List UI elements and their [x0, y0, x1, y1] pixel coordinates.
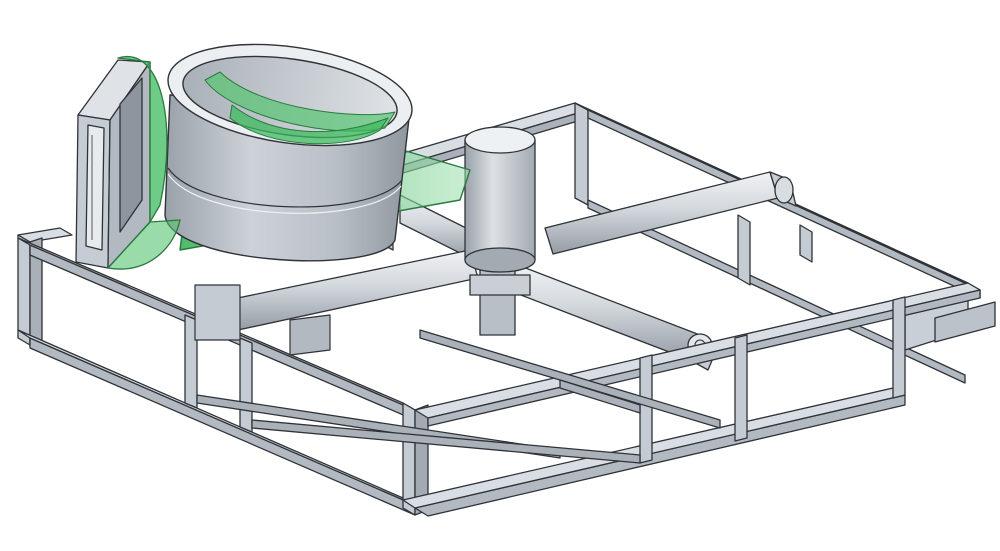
drum	[164, 43, 471, 262]
hub	[464, 126, 536, 336]
drum-stand	[194, 284, 331, 356]
side-panel	[75, 55, 181, 270]
